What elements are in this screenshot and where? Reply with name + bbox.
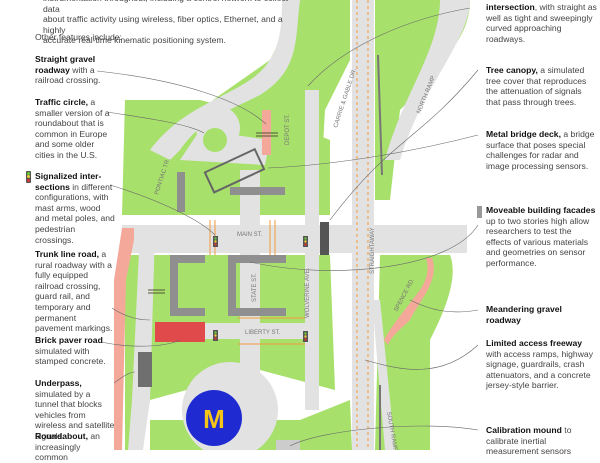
roundabout-center	[186, 390, 242, 446]
meandering-gravel-roadway	[384, 258, 434, 345]
street-label-depot: DEPOT ST.	[285, 114, 291, 145]
feature-calibration-mound: Calibration mound to calibrate inertial …	[486, 425, 572, 457]
feature-freeway: Limited access freeway with access ramps…	[486, 338, 593, 391]
building-facade-icon	[477, 206, 482, 218]
street-label-straightaway: STRAIGHTAWAY	[370, 227, 376, 274]
traffic-signal-icons	[213, 236, 308, 342]
feature-tree-canopy: Tree canopy, a simulated tree cover that…	[486, 65, 587, 107]
freeway-barrier	[377, 54, 383, 176]
feature-trunk-line-road: Trunk line road, a rural roadway with a …	[35, 249, 113, 334]
feature-brick-paver-road: Brick paver road simulated with stamped …	[35, 335, 106, 367]
trunk-line-road	[114, 228, 134, 450]
test-facility-map: M PONTIAC TR. DEPOT ST. CARRIE & GABLE D…	[96, 0, 479, 450]
feature-intersection: intersection, with straight as well as t…	[486, 2, 597, 44]
leader-lines	[96, 7, 479, 447]
street-label-state: STATE ST.	[252, 273, 258, 302]
street-label-liberty: LIBERTY ST.	[245, 330, 280, 336]
feature-moveable-facades: Moveable building facades up to two stor…	[486, 205, 596, 268]
tree-canopy-tunnel	[203, 147, 266, 194]
intro-paragraph: instrumentation throughout, including a …	[43, 0, 303, 46]
street-label-main: MAIN ST.	[237, 232, 263, 238]
building-facades	[138, 172, 329, 387]
other-features-heading: Other features include:	[35, 32, 122, 42]
intro-line: accurate real-time kinematic positioning…	[43, 35, 226, 46]
feature-underpass: Underpass, simulated by a tunnel that bl…	[35, 378, 115, 441]
intro-line: instrumentation throughout, including a …	[43, 0, 288, 14]
m-logo: M	[203, 404, 225, 434]
intro-line: about traffic activity using wireless, f…	[43, 14, 283, 35]
calibration-mound	[276, 440, 300, 450]
brick-paver-road	[155, 322, 205, 342]
street-label-wolverine: WOLVERINE AVE.	[305, 268, 311, 318]
railroad-crossing-icons	[148, 132, 278, 294]
feature-roundabout: Roundabout, an increasingly common	[35, 431, 100, 463]
feature-traffic-circle: Traffic circle, a smaller version of a r…	[35, 97, 110, 160]
traffic-circle-island	[203, 128, 227, 152]
feature-straight-gravel: Straight gravel roadway with a railroad …	[35, 54, 101, 86]
feature-metal-bridge-deck: Metal bridge deck, a bridge surface that…	[486, 129, 595, 171]
feature-meandering-gravel: Meandering gravel roadway	[486, 304, 562, 325]
grass-area	[375, 255, 453, 450]
feature-signalized-intersections: Signalized inter-sections in different c…	[35, 171, 115, 245]
freeway-lane-lines	[356, 0, 369, 450]
traffic-light-icon	[26, 171, 31, 183]
